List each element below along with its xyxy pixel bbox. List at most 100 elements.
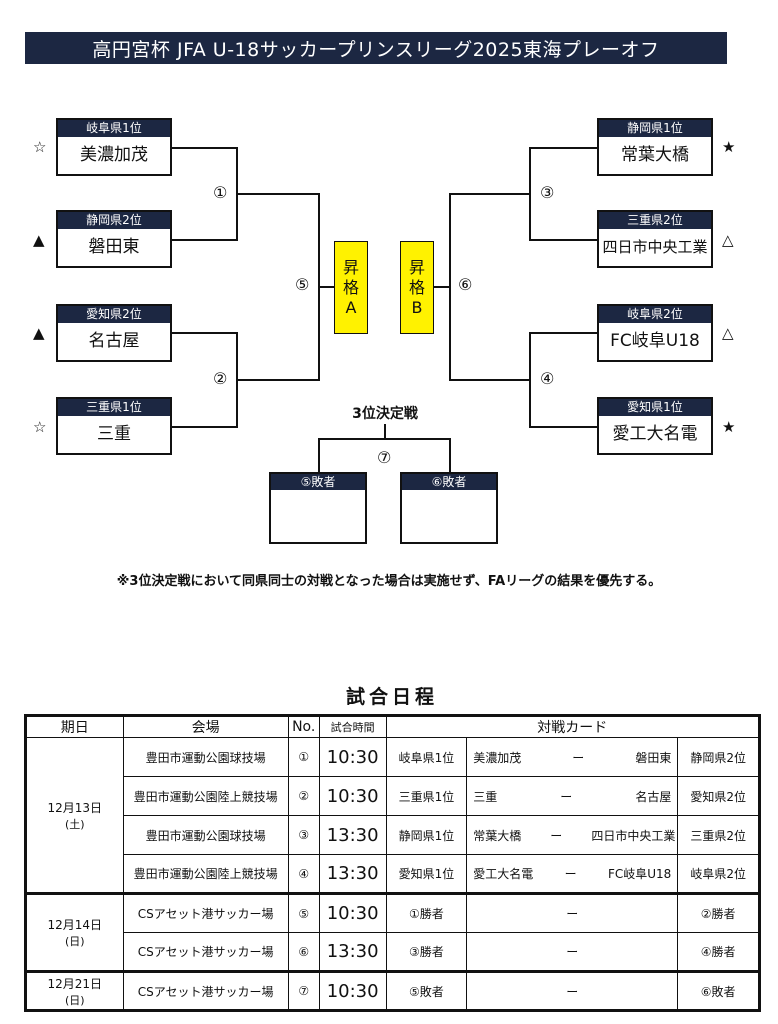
bracket-line — [530, 147, 597, 149]
star-filled-icon: ★ — [722, 418, 736, 436]
match-no: ⑤ — [287, 892, 320, 933]
footnote: ※3位決定戦において同県同士の対戦となった場合は実施せず、FAリーグの結果を優先… — [116, 574, 662, 589]
table-row: 豊田市運動公園球技場 ③ 13:30 静岡県1位 常葉大橋ー四日市中央工業 三重… — [26, 815, 760, 855]
table-row: 12月21日(日) CSアセット港サッカー場 ⑦ 10:30 ⑤敗者 ー ⑥敗者 — [25, 970, 760, 1011]
match-no: ④ — [287, 854, 320, 894]
dash: ー — [572, 750, 585, 765]
table-row: 12月13日(土) 豊田市運動公園球技場 ① 10:30 岐阜県1位 美濃加茂ー… — [25, 737, 760, 894]
bracket-line — [318, 286, 334, 288]
away-seed: ④勝者 — [677, 932, 760, 972]
team-box-right-4: 愛知県1位愛工大名電 — [597, 397, 713, 455]
promo-char: B — [411, 297, 423, 317]
match-no: ③ — [287, 815, 320, 855]
bracket-line — [530, 332, 597, 334]
match-card: ー — [466, 970, 679, 1011]
kickoff-time: 10:30 — [318, 737, 387, 777]
day-of-week: (日) — [64, 993, 85, 1007]
venue: CSアセット港サッカー場 — [122, 932, 289, 972]
away-team: 磐田東 — [635, 750, 672, 765]
schedule-title: 試合日程 — [345, 686, 438, 708]
date: 12月21日 — [47, 976, 103, 991]
kickoff-time: 13:30 — [318, 932, 387, 972]
home-team: 美濃加茂 — [473, 750, 522, 765]
triangle-outline-icon: △ — [722, 324, 734, 342]
away-seed: ⑥敗者 — [677, 970, 760, 1011]
team-name: 磐田東 — [88, 237, 140, 257]
team-box-right-3: 岐阜県2位 FC岐阜U18 — [597, 304, 713, 362]
away-seed: 三重県2位 — [677, 815, 760, 855]
home-seed: ⑤敗者 — [385, 970, 468, 1011]
seed-label: 岐阜県2位 — [599, 306, 711, 323]
match-card: 三重ー名古屋 — [466, 776, 679, 816]
bracket-line — [318, 438, 320, 472]
match-no: ① — [287, 737, 320, 777]
day-of-week: (日) — [64, 935, 85, 948]
match-number: ⑥ — [458, 275, 473, 294]
home-team: 常葉大橋 — [473, 828, 522, 843]
venue: 豊田市運動公園陸上競技場 — [122, 776, 289, 816]
date-cell: 12月13日(土) — [25, 737, 124, 894]
team-name: 名古屋 — [88, 331, 140, 351]
match-number: ⑦ — [377, 448, 392, 467]
table-row: 12月14日(日) CSアセット港サッカー場 ⑤ 10:30 ①勝者 ー ②勝者 — [25, 892, 760, 972]
seed-label: 愛知県1位 — [599, 399, 711, 416]
bracket-line — [529, 147, 531, 241]
bracket-line — [171, 147, 237, 149]
table-row: 豊田市運動公園陸上競技場 ② 10:30 三重県1位 三重ー名古屋 愛知県2位 — [26, 776, 760, 816]
match-no: ② — [287, 776, 320, 816]
bracket-line — [530, 239, 597, 241]
bracket-line — [530, 426, 597, 428]
team-name: FC岐阜U18 — [610, 331, 700, 351]
away-seed: 静岡県2位 — [677, 737, 760, 777]
seed-label: 三重県1位 — [58, 399, 170, 416]
third-place-right-box: ⑥敗者 — [400, 472, 498, 544]
third-place-left-box: ⑤敗者 — [269, 472, 367, 544]
triangle-filled-icon: ▲ — [33, 231, 45, 249]
away-team: 四日市中央工業 — [591, 828, 676, 843]
star-outline-icon: ☆ — [33, 138, 47, 156]
home-seed: 三重県1位 — [385, 776, 468, 816]
match-card: ー — [466, 892, 679, 933]
team-box-left-1: 岐阜県1位美濃加茂 — [56, 118, 172, 176]
table-row: CSアセット港サッカー場 ⑥ 13:30 ③勝者 ー ④勝者 — [26, 932, 760, 972]
home-seed: 岐阜県1位 — [385, 737, 468, 777]
match-number: ④ — [540, 369, 555, 388]
team-box-right-1: 静岡県1位常葉大橋 — [597, 118, 713, 176]
third-place-label: 3位決定戦 — [352, 406, 418, 422]
bracket-line — [236, 379, 319, 381]
promo-char: A — [345, 297, 357, 317]
triangle-filled-icon: ▲ — [33, 324, 45, 342]
bracket-line — [450, 193, 530, 195]
match-number: ① — [213, 183, 228, 202]
home-seed: ③勝者 — [385, 932, 468, 972]
home-seed: ①勝者 — [385, 892, 468, 933]
seed-label: ⑥敗者 — [402, 474, 496, 490]
bracket-line — [449, 193, 451, 381]
match-number: ⑤ — [295, 275, 310, 294]
header-time: 試合時間 — [318, 715, 387, 738]
page-title: 高円宮杯 JFA U-18サッカープリンスリーグ2025東海プレーオフ — [25, 32, 727, 64]
star-outline-icon: ☆ — [33, 418, 47, 436]
header-venue: 会場 — [122, 715, 289, 738]
seed-label: 岐阜県1位 — [58, 120, 170, 137]
star-filled-icon: ★ — [722, 138, 736, 156]
date-cell: 12月21日 (日) — [25, 970, 124, 1011]
bracket-line — [171, 332, 237, 334]
bracket-line — [529, 332, 531, 428]
away-team: 名古屋 — [635, 789, 672, 804]
venue: CSアセット港サッカー場 — [122, 970, 289, 1011]
team-box-left-4: 三重県1位三重 — [56, 397, 172, 455]
team-box-left-2: 静岡県2位磐田東 — [56, 210, 172, 268]
team-box-right-2: 三重県2位四日市中央工業 — [597, 210, 713, 268]
triangle-outline-icon: △ — [722, 231, 734, 249]
bracket-line — [449, 438, 451, 472]
kickoff-time: 13:30 — [318, 854, 387, 894]
dash: ー — [550, 828, 563, 843]
match-number: ② — [213, 369, 228, 388]
away-team: FC岐阜U18 — [607, 867, 672, 881]
match-no: ⑥ — [287, 932, 320, 972]
team-name: 常葉大橋 — [621, 145, 689, 165]
match-number: ③ — [540, 183, 555, 202]
